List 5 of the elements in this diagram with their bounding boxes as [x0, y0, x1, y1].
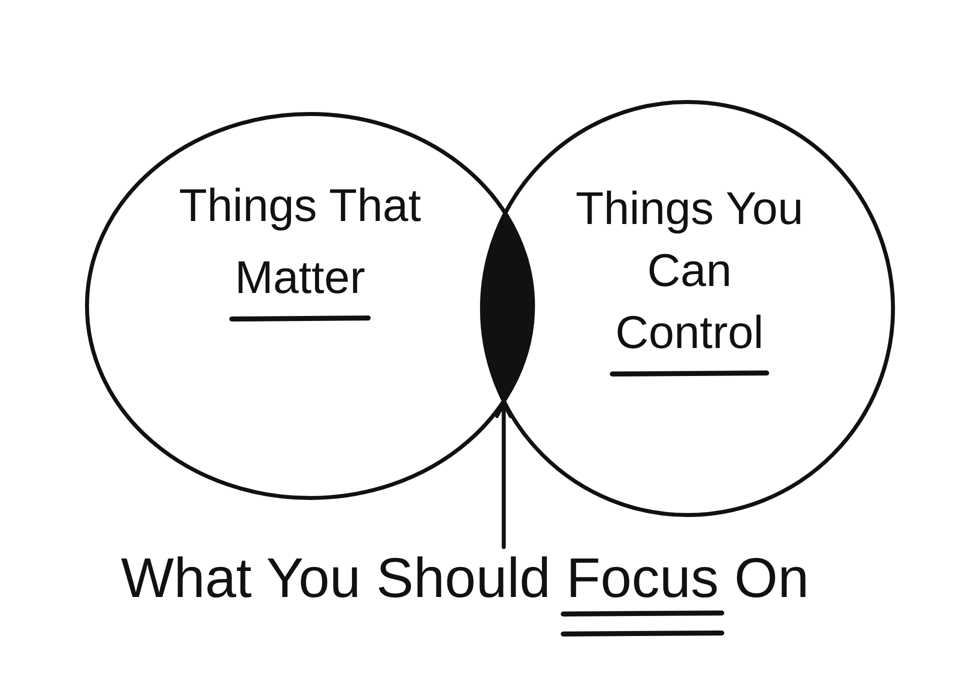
- venn-circle: [85, 112, 535, 500]
- venn-circle: [480, 100, 895, 517]
- callout-label: What You Should Focus On: [121, 550, 809, 606]
- circle-label: Things You Can Control: [574, 181, 804, 360]
- circle-label: Things That Matter: [178, 178, 422, 305]
